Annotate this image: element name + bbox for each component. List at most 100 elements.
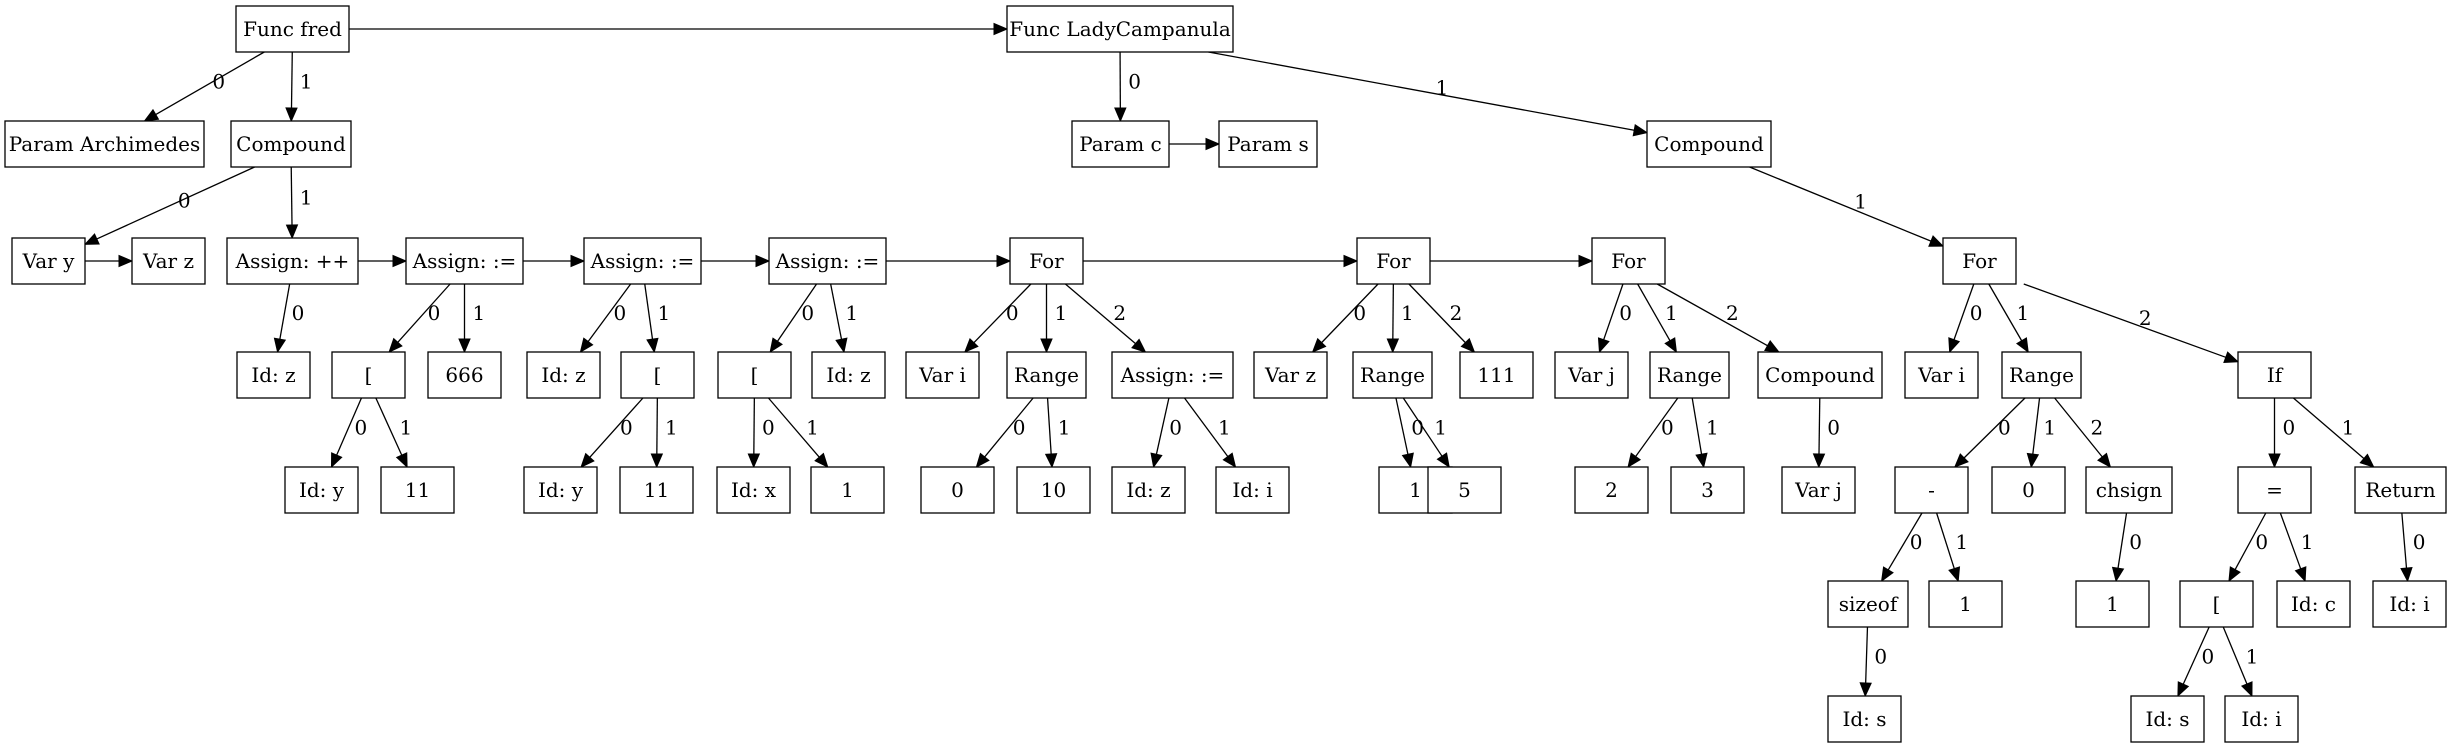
edge-line bbox=[1637, 283, 1671, 342]
edge-arrowhead bbox=[2228, 566, 2241, 583]
node-box bbox=[2130, 695, 2205, 743]
node-box bbox=[1904, 351, 1979, 399]
node-box bbox=[2237, 351, 2312, 399]
node-box bbox=[1009, 237, 1084, 285]
edge-label: 1 bbox=[845, 301, 858, 325]
edge-line bbox=[1865, 626, 1869, 684]
node-box bbox=[1016, 466, 1091, 514]
node-box bbox=[1356, 237, 1431, 285]
tree-edge: 1 bbox=[1691, 397, 1719, 469]
tree-edge: 1 bbox=[767, 397, 829, 468]
node-box bbox=[2224, 695, 2299, 743]
edge-line bbox=[1988, 283, 2023, 342]
node-box bbox=[2354, 466, 2447, 514]
tree-node-var-y: Var y bbox=[11, 237, 86, 285]
node-label: Compound bbox=[1654, 132, 1764, 156]
tree-edge: 1 bbox=[2279, 512, 2313, 583]
node-label: 2 bbox=[1605, 478, 1618, 502]
node-label: Id: s bbox=[1842, 707, 1886, 731]
edge-label: 0 bbox=[2202, 645, 2215, 669]
edge-arrowhead bbox=[388, 337, 403, 353]
edge-line bbox=[1953, 283, 1975, 340]
node-box bbox=[1218, 120, 1318, 168]
node-box bbox=[905, 351, 980, 399]
tree-node-0: 0 bbox=[920, 466, 995, 514]
node-label: [ bbox=[654, 363, 662, 387]
tree-node-symbol: [ bbox=[620, 351, 695, 399]
tree-edge: 2 bbox=[1408, 283, 1476, 353]
tree-edge: 0 bbox=[1627, 397, 1679, 469]
tree-node-5: 5 bbox=[1427, 466, 1502, 514]
edge-arrowhead bbox=[1040, 338, 1053, 354]
edge-line bbox=[2401, 512, 2408, 569]
edge-label: 0 bbox=[1006, 301, 1019, 325]
edge-line bbox=[1395, 397, 1409, 455]
tree-node-assign: Assign: := bbox=[405, 237, 524, 285]
node-box bbox=[2372, 580, 2447, 628]
edge-line bbox=[155, 51, 265, 116]
edge-label: 0 bbox=[620, 416, 633, 440]
node-box bbox=[920, 466, 995, 514]
edge-label: 0 bbox=[1013, 416, 1026, 440]
edge-arrowhead bbox=[2400, 567, 2413, 583]
node-box bbox=[1670, 466, 1745, 514]
tree-node-666: 666 bbox=[427, 351, 502, 399]
node-label: Id: z bbox=[1126, 478, 1170, 502]
edge-line bbox=[290, 166, 293, 226]
node-box bbox=[2001, 351, 2082, 399]
edge-line bbox=[1321, 283, 1379, 344]
tree-node-var-i: Var i bbox=[905, 351, 980, 399]
tree-edge bbox=[85, 254, 134, 268]
node-label: Id: z bbox=[826, 363, 870, 387]
edge-label: 0 bbox=[1353, 301, 1366, 325]
node-label: Compound bbox=[236, 132, 346, 156]
tree-node-if: If bbox=[2237, 351, 2312, 399]
node-box bbox=[236, 351, 311, 399]
node-box bbox=[2237, 466, 2312, 514]
node-label: Return bbox=[2365, 478, 2435, 502]
edge-arrowhead bbox=[2359, 453, 2375, 468]
edge-label: 0 bbox=[1128, 70, 1141, 94]
node-box bbox=[1006, 351, 1087, 399]
node-label: For bbox=[1376, 249, 1411, 273]
node-label: Func fred bbox=[243, 17, 342, 41]
edge-label: 1 bbox=[300, 70, 313, 94]
edge-label: 0 bbox=[1661, 416, 1674, 440]
tree-node-symbol: [ bbox=[331, 351, 406, 399]
edge-arrowhead bbox=[993, 22, 1009, 36]
node-box bbox=[380, 466, 455, 514]
edge-line bbox=[336, 397, 363, 456]
tree-edge: 1 bbox=[1988, 283, 2029, 354]
edge-label: 1 bbox=[1058, 416, 1071, 440]
node-label: Assign: ++ bbox=[235, 249, 350, 273]
node-label: Id: i bbox=[1232, 478, 1272, 502]
edge-label: 0 bbox=[1998, 416, 2011, 440]
tree-edge: 1 bbox=[1183, 397, 1237, 469]
edge-line bbox=[1183, 397, 1229, 457]
node-label: If bbox=[2267, 363, 2284, 387]
tree-edge: 0 bbox=[273, 283, 304, 354]
edge-arrowhead bbox=[2294, 566, 2307, 583]
node-box bbox=[331, 351, 406, 399]
edge-line bbox=[1935, 512, 1955, 569]
tree-node-id-z: Id: z bbox=[236, 351, 311, 399]
node-label: [ bbox=[2213, 592, 2221, 616]
edge-arrowhead bbox=[1401, 452, 1414, 469]
node-box bbox=[1459, 351, 1534, 399]
node-box bbox=[717, 351, 792, 399]
edge-line bbox=[96, 166, 255, 240]
tree-node-id-s: Id: s bbox=[2130, 695, 2205, 743]
edge-line bbox=[2023, 283, 2227, 358]
edge-arrowhead bbox=[285, 224, 299, 240]
node-box bbox=[1991, 466, 2066, 514]
edge-arrowhead bbox=[458, 338, 471, 354]
edge-line bbox=[776, 283, 818, 342]
node-label: 0 bbox=[2022, 478, 2035, 502]
edge-arrowhead bbox=[835, 337, 848, 354]
edge-line bbox=[1155, 397, 1170, 455]
tree-node-0: 0 bbox=[1991, 466, 2066, 514]
tree-edge: 0 bbox=[1859, 626, 1887, 698]
tree-edge: 1 bbox=[1935, 512, 1968, 583]
node-label: For bbox=[1962, 249, 1997, 273]
edge-line bbox=[644, 283, 654, 340]
